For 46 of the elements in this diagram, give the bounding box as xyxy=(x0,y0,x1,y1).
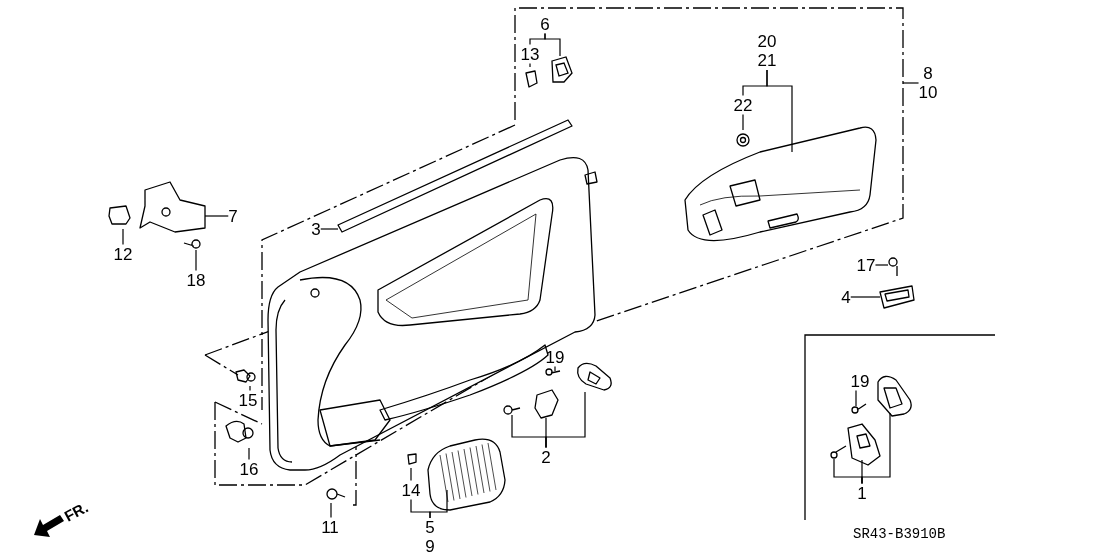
callout-number: 2 xyxy=(541,447,551,467)
leader-line xyxy=(529,32,546,46)
callout-number: 16 xyxy=(239,459,259,479)
callout-number: 4 xyxy=(841,287,851,307)
callout-number: 17 xyxy=(856,255,876,275)
callout-number: 14 xyxy=(401,480,421,500)
switch-bezel-drawing xyxy=(550,56,574,84)
callout-number: 1 xyxy=(857,483,867,503)
callout-number: 7 xyxy=(228,206,238,226)
leader-line xyxy=(429,489,448,519)
callout-number: 9 xyxy=(425,537,435,553)
leader-line xyxy=(249,385,251,392)
callout-number: 20 xyxy=(757,32,777,51)
callout-number: 11 xyxy=(321,517,339,537)
callout-number: 3 xyxy=(311,219,321,239)
callout-number: 10 xyxy=(918,83,938,102)
callout-number: 15 xyxy=(238,390,258,410)
leader-line xyxy=(545,391,586,449)
callout-number: 13 xyxy=(520,44,540,64)
leader-line xyxy=(320,228,339,230)
leader-line xyxy=(855,389,857,407)
callout-number: 18 xyxy=(186,270,206,290)
callout-number: 22 xyxy=(733,95,753,115)
leader-line xyxy=(122,228,124,246)
leader-line xyxy=(874,264,889,266)
drawing-code: SR43-B3910B xyxy=(853,526,946,542)
direction-label: FR. xyxy=(61,498,91,525)
leader-line xyxy=(861,412,891,485)
leader-line xyxy=(742,113,744,131)
leader-line xyxy=(410,467,412,482)
leader-line xyxy=(766,69,793,153)
leader-line xyxy=(902,82,920,84)
callout-number: 19 xyxy=(545,347,565,367)
leader-line xyxy=(850,296,881,298)
callout-number: 6 xyxy=(540,14,550,34)
leader-line xyxy=(248,447,250,461)
callout-number: 19 xyxy=(850,371,870,391)
leader-line xyxy=(554,365,556,372)
leader-line xyxy=(330,502,332,519)
callout-number: 8 xyxy=(922,64,934,83)
callout-number: 12 xyxy=(113,244,133,264)
callout-number: 21 xyxy=(757,51,777,70)
leader-line xyxy=(195,249,197,272)
callout-number: 5 xyxy=(425,518,435,537)
leader-line xyxy=(204,215,229,217)
leader-line xyxy=(529,62,531,68)
